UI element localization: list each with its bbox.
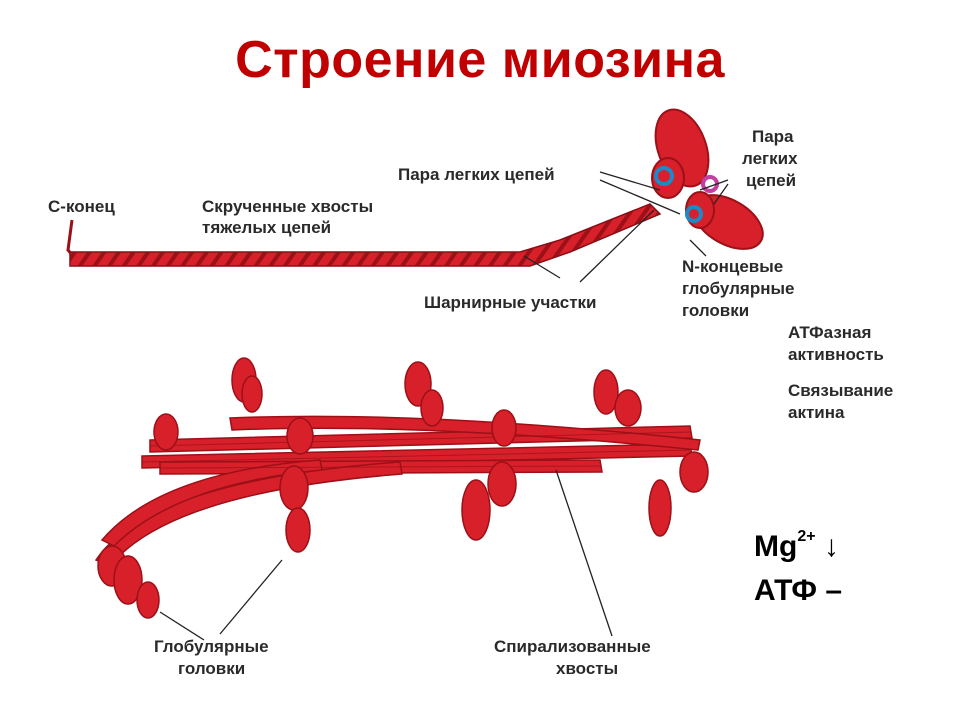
filament-heads (97, 357, 709, 619)
atp-sign: – (825, 574, 842, 607)
n-terminal-heads-label: глобулярные (682, 279, 794, 298)
mg-ion-label: Mg2+ ↓ (754, 528, 839, 564)
single-myosin-molecule: С-конец Скрученные хвосты тяжелых цепей … (48, 108, 893, 422)
actin-binding-label: Связывание (788, 381, 893, 400)
page-title: Строение миозина (235, 31, 725, 89)
light-chains-pair-label: легких (742, 149, 798, 168)
globular-heads-label: Глобулярные (154, 637, 269, 656)
filament-tail-stripes (141, 431, 691, 469)
atp-label: АТФ – (754, 574, 842, 608)
filament-leader-lines (159, 469, 613, 641)
atpase-activity-label: АТФазная (788, 323, 871, 342)
n-terminal-heads-label: головки (682, 301, 749, 320)
down-arrow-icon: ↓ (823, 530, 839, 563)
spiral-tails-label: хвосты (556, 659, 618, 678)
actin-binding-label: актина (788, 403, 845, 422)
n-terminal-heads-label: N-концевые (682, 257, 783, 276)
atpase-activity-label: активность (788, 345, 884, 364)
hinge-regions-label: Шарнирные участки (424, 293, 597, 312)
light-chains-pair-label: цепей (746, 171, 796, 190)
myosin-heads (651, 108, 764, 250)
atp-text: АТФ (754, 574, 817, 607)
thick-filament: Глобулярные головки Спирализованные хвос… (94, 357, 709, 678)
heavy-chain-tail (69, 203, 662, 267)
c-end-label: С-конец (48, 197, 115, 216)
filament-tails (94, 415, 701, 567)
light-chain-icon (654, 166, 674, 186)
mg-base: Mg (754, 530, 798, 563)
light-chains-pair-label: Пара легких цепей (398, 165, 555, 184)
twisted-tails-label: Скрученные хвосты (202, 197, 373, 216)
light-chains-pair-label: Пара (752, 127, 794, 146)
twisted-tails-label: тяжелых цепей (202, 218, 331, 237)
globular-heads-label: головки (178, 659, 245, 678)
mg-charge: 2+ (797, 528, 816, 545)
leader-lines (523, 171, 729, 283)
spiral-tails-label: Спирализованные (494, 637, 651, 656)
light-chain-icon (685, 205, 703, 223)
